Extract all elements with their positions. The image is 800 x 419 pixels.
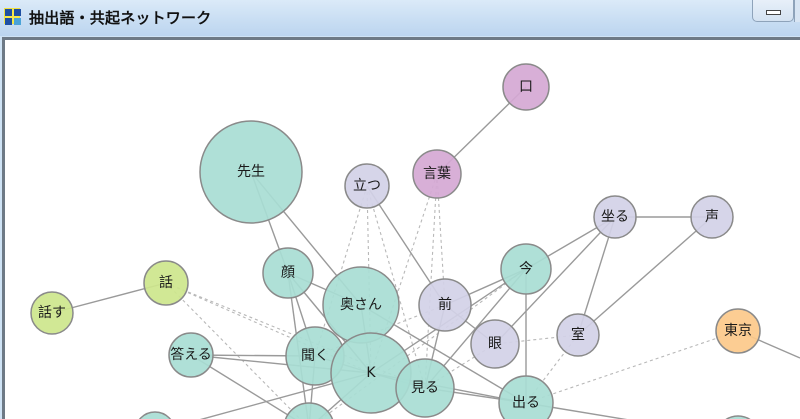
node-circle: [138, 411, 172, 419]
node-label: 前: [438, 296, 452, 313]
node-circle: [556, 313, 600, 357]
node-label: 室: [571, 326, 585, 343]
node-tatsu[interactable]: 立つ: [344, 163, 390, 209]
node-circle: [470, 319, 520, 369]
node-circle: [199, 120, 303, 224]
node-kao[interactable]: 顔: [262, 247, 314, 299]
edge-deru-partial_c: [525, 402, 628, 419]
node-circle: [344, 163, 390, 209]
node-circle: [168, 332, 214, 378]
edge-hanashi-partial_b: [165, 282, 301, 419]
node-label: 口: [519, 79, 533, 95]
minimize-button[interactable]: [752, 0, 794, 22]
node-label: 今: [519, 261, 533, 277]
node-label: 出る: [512, 395, 540, 411]
node-circle: [395, 358, 455, 418]
node-tokyo[interactable]: 東京: [715, 308, 761, 354]
node-sensei[interactable]: 先生: [199, 120, 303, 224]
node-shitsu[interactable]: 室: [556, 313, 600, 357]
node-label: 顔: [281, 265, 295, 281]
window-title: 抽出語・共起ネットワーク: [29, 9, 212, 27]
node-kiku[interactable]: 聞く: [285, 326, 345, 386]
node-label: 言葉: [423, 166, 451, 182]
node-circle: [143, 260, 189, 306]
node-kuchi[interactable]: 口: [502, 63, 550, 111]
node-miru[interactable]: 見る: [395, 358, 455, 418]
node-me[interactable]: 眼: [470, 319, 520, 369]
node-partial_a[interactable]: [135, 411, 175, 419]
node-mae[interactable]: 前: [418, 278, 472, 332]
node-label: 声: [705, 209, 719, 225]
maximize-button-edge[interactable]: [794, 0, 800, 22]
node-label: K: [366, 365, 376, 381]
node-circle: [284, 402, 334, 419]
node-label: 先生: [237, 164, 265, 180]
node-circle: [30, 291, 74, 335]
node-okusan[interactable]: 奥さん: [322, 266, 400, 344]
node-circle: [502, 63, 550, 111]
node-circle: [498, 375, 554, 419]
node-ima[interactable]: 今: [500, 243, 552, 295]
node-label: 東京: [724, 323, 752, 339]
node-label: 聞く: [301, 348, 329, 364]
node-label: 見る: [411, 380, 439, 396]
node-circle: [262, 247, 314, 299]
node-deru[interactable]: 出る: [498, 375, 554, 419]
node-partial_c[interactable]: [716, 415, 760, 419]
node-hanasu[interactable]: 話す: [30, 291, 74, 335]
node-hanashi[interactable]: 話: [143, 260, 189, 306]
node-label: 眼: [488, 336, 502, 352]
node-kotaeru[interactable]: 答える: [168, 332, 214, 378]
node-label: 奥さん: [340, 296, 382, 313]
node-label: 話す: [38, 304, 66, 321]
node-circle: [500, 243, 552, 295]
node-circle: [725, 415, 751, 419]
node-partial_b[interactable]: [284, 402, 334, 419]
window-titlebar: 抽出語・共起ネットワーク: [0, 0, 800, 36]
edge-tatsu-miru: [366, 185, 426, 389]
node-koe[interactable]: 声: [690, 195, 734, 239]
node-label: 話: [159, 274, 173, 291]
node-label: 答える: [170, 346, 212, 363]
node-kotoba[interactable]: 言葉: [412, 149, 462, 199]
node-suwaru[interactable]: 坐る: [593, 195, 637, 239]
edge-koe-shitsu: [577, 216, 713, 336]
node-circle: [715, 308, 761, 354]
node-circle: [593, 195, 637, 239]
grid-app-icon: [4, 8, 21, 25]
node-circle: [412, 149, 462, 199]
minimize-icon: [766, 10, 781, 15]
node-circle: [690, 195, 734, 239]
edge-tatsu-K: [366, 185, 372, 374]
node-circle: [418, 278, 472, 332]
node-label: 坐る: [601, 209, 629, 225]
node-label: 立つ: [353, 178, 381, 194]
edge-suwaru-me: [494, 216, 616, 345]
edge-tokyo-deru: [525, 330, 739, 404]
